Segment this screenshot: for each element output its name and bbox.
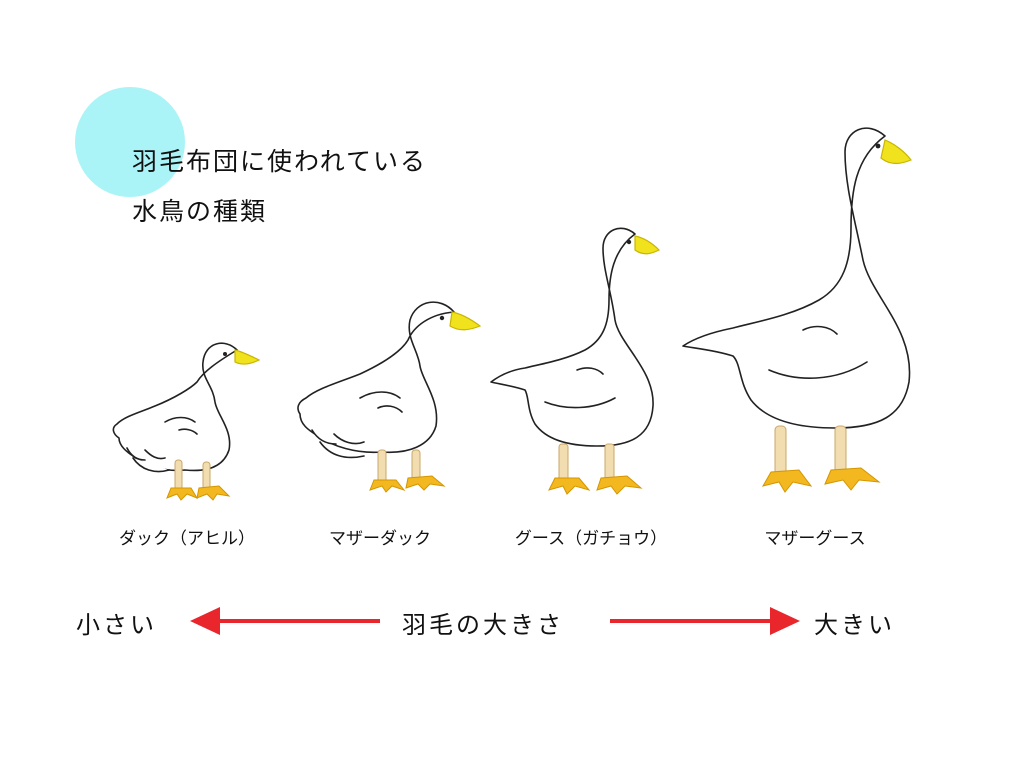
- bird-label-duck: ダック（アヒル）: [119, 529, 255, 549]
- decorative-circle: [75, 87, 185, 197]
- scale-large-label: 大きい: [814, 611, 895, 639]
- title-line-2: 水鳥の種類: [132, 197, 268, 226]
- mother-goose-illustration: [682, 127, 912, 493]
- bird-label-mother-goose: マザーグース: [764, 529, 866, 549]
- bird-label-goose: グース（ガチョウ）: [514, 529, 668, 549]
- goose-illustration: [490, 227, 661, 495]
- scale-small-label: 小さい: [76, 611, 157, 639]
- bird-label-mother-duck: マザーダック: [329, 529, 431, 549]
- title-line-1: 羽毛布団に使われている: [132, 147, 428, 176]
- arrow-left-icon: [190, 607, 380, 635]
- scale-middle-label: 羽毛の大きさ: [402, 611, 564, 639]
- mother-duck-illustration: [297, 301, 482, 493]
- arrow-right-icon: [610, 607, 800, 635]
- duck-illustration: [112, 342, 261, 501]
